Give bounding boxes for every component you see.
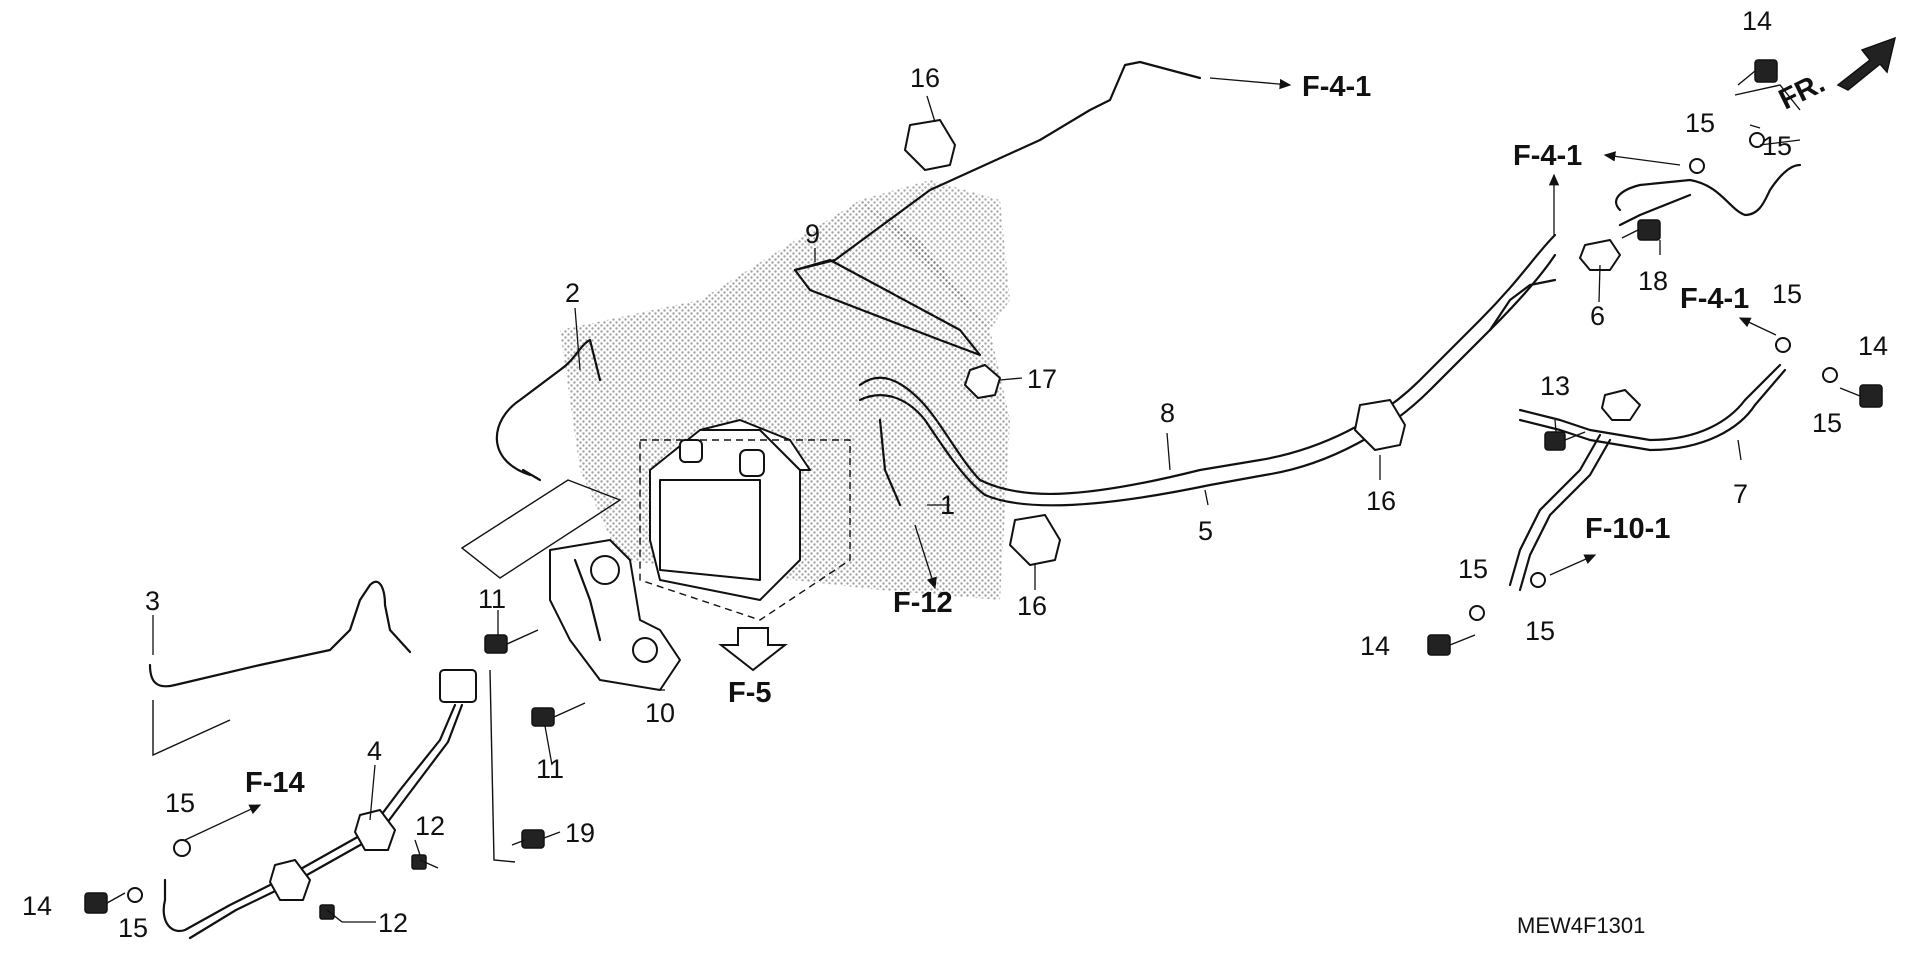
ref-f-4-1-right: F-4-1 — [1513, 140, 1582, 172]
ref-f-4-1-mid: F-4-1 — [1680, 283, 1749, 315]
washers — [127, 132, 1838, 903]
part-number-labels: 1 2 3 4 5 6 7 8 9 10 11 11 12 12 13 14 1… — [22, 6, 1888, 943]
label-part-15-e: 15 — [1772, 279, 1802, 309]
front-direction-arrow: FR. — [1774, 36, 1897, 116]
label-part-14-right: 14 — [1858, 331, 1888, 361]
label-part-16-mid: 16 — [1366, 486, 1396, 516]
label-part-4: 4 — [367, 736, 382, 766]
bolts — [84, 59, 1883, 923]
label-part-15-h: 15 — [1762, 131, 1792, 161]
front-label: FR. — [1774, 67, 1830, 116]
label-part-15-d: 15 — [1525, 616, 1555, 646]
label-part-13: 13 — [1540, 371, 1570, 401]
ref-f-10-1: F-10-1 — [1585, 513, 1670, 545]
label-part-3: 3 — [145, 586, 160, 616]
label-part-12-bottom: 12 — [378, 908, 408, 938]
label-part-16-bottom: 16 — [1017, 591, 1047, 621]
label-part-2: 2 — [565, 278, 580, 308]
ref-f-4-1-top: F-4-1 — [1302, 71, 1371, 103]
clips — [269, 119, 1641, 901]
label-part-8: 8 — [1160, 398, 1175, 428]
diagram-code: MEW4F1301 — [1517, 913, 1645, 938]
abs-modulator-unit — [639, 419, 851, 621]
label-part-14-mid: 14 — [1360, 631, 1390, 661]
label-part-16-top: 16 — [910, 63, 940, 93]
ref-f-12: F-12 — [893, 587, 953, 619]
label-part-11-top: 11 — [478, 584, 506, 614]
label-part-1: 1 — [940, 490, 955, 520]
label-part-6: 6 — [1590, 301, 1605, 331]
leader-lines — [152, 77, 1801, 923]
label-part-15-a: 15 — [165, 788, 195, 818]
figure-references: F-4-1 F-4-1 F-4-1 F-10-1 F-12 F-5 F-14 — [245, 71, 1749, 799]
label-part-15-g: 15 — [1685, 108, 1715, 138]
f5-down-arrow — [718, 627, 788, 672]
label-part-15-f: 15 — [1812, 408, 1842, 438]
label-part-5: 5 — [1198, 516, 1213, 546]
label-part-11-bottom: 11 — [536, 754, 564, 784]
label-part-15-c: 15 — [1458, 554, 1488, 584]
label-part-17: 17 — [1027, 364, 1057, 394]
label-part-12-top: 12 — [415, 811, 445, 841]
label-part-14-top: 14 — [1742, 6, 1772, 36]
abs-bracket — [549, 539, 681, 691]
label-part-19: 19 — [565, 818, 595, 848]
label-part-10: 10 — [645, 698, 675, 728]
label-part-7: 7 — [1733, 479, 1748, 509]
label-part-15-b: 15 — [118, 913, 148, 943]
label-part-9: 9 — [805, 219, 820, 249]
label-part-18: 18 — [1638, 266, 1668, 296]
ref-f-14: F-14 — [245, 767, 305, 799]
ref-f-5: F-5 — [728, 677, 772, 709]
label-part-14-left: 14 — [22, 891, 52, 921]
